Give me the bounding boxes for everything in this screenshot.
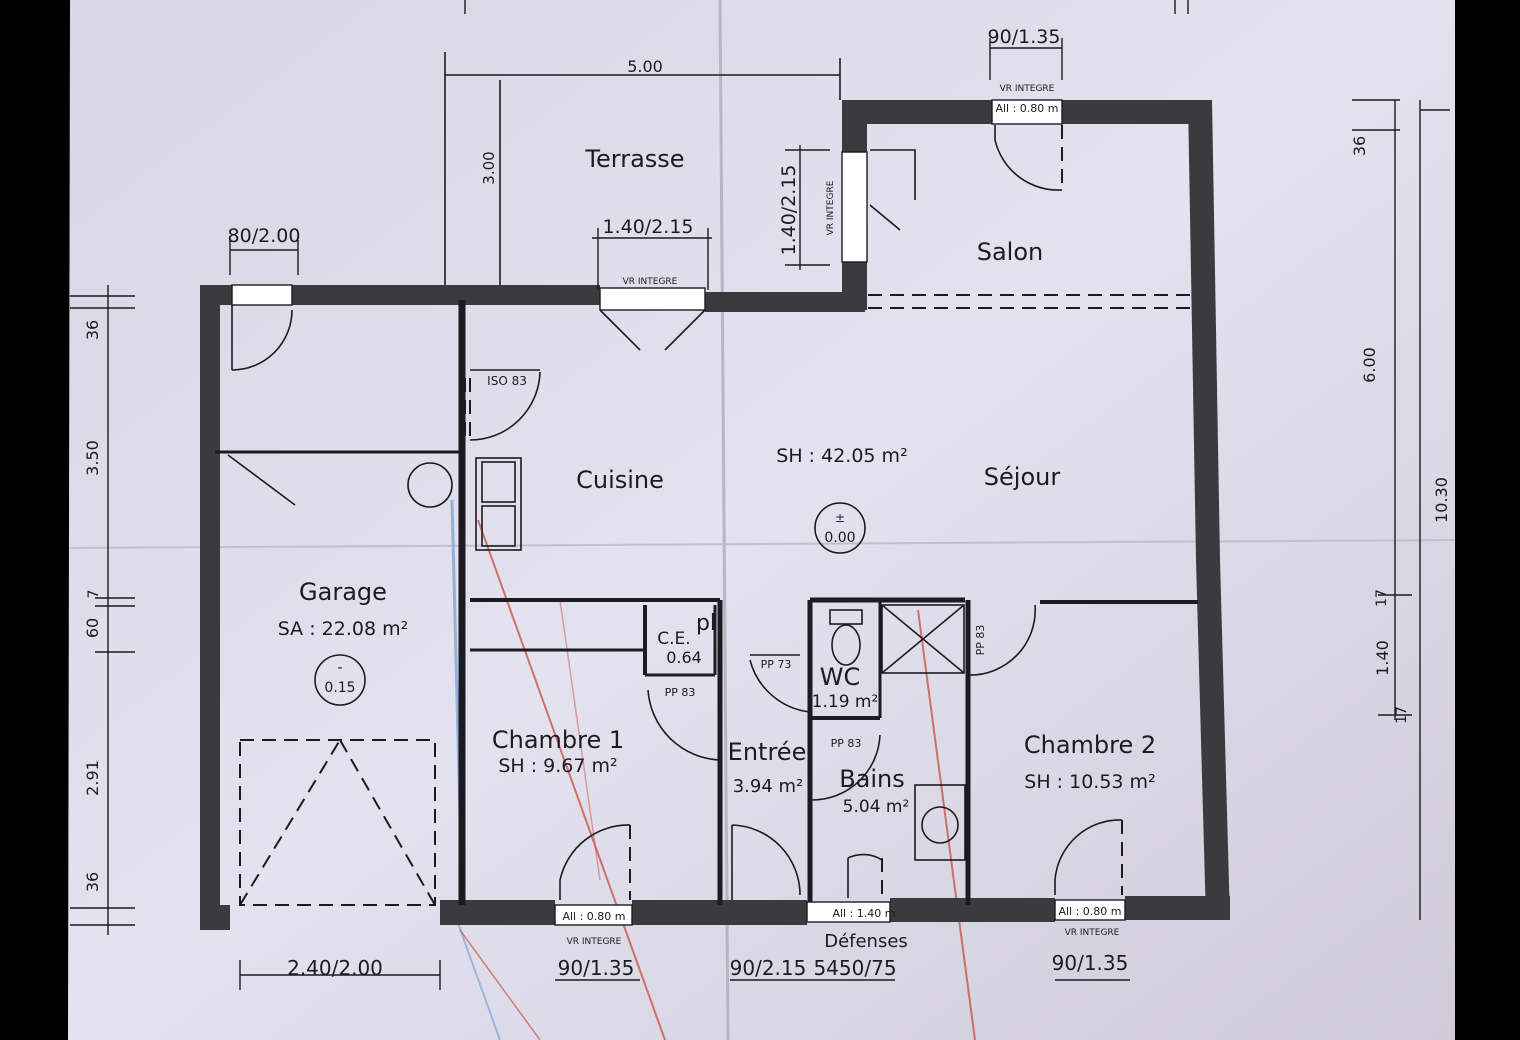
room-area-wc: 1.19 m² [812,692,879,712]
terrasse-outline [444,52,841,290]
room-label-bains: Bains [839,765,905,793]
room-label-garage: Garage [299,578,387,606]
shower-icon [881,604,965,674]
room-area-bains: 5.04 m² [843,797,910,817]
label-vr-integre-side: VR INTEGRE [826,180,836,235]
room-label-cuisine: Cuisine [576,466,664,494]
dim-bottom-bains: 5450/75 [813,956,896,980]
label-all-salon: All : 0.80 m [995,102,1058,115]
dim-right-600: 6.00 [1360,347,1379,383]
room-label-wc: WC [820,663,861,691]
room-label-terrasse: Terrasse [584,145,684,173]
dim-bottom-entree: 90/2.15 [730,956,807,980]
dim-door-side: 1.40/2.15 [778,164,800,255]
dim-bottom-ch1: 90/1.35 [558,956,635,980]
level-sign-garage: - [337,660,342,676]
outer-walls [200,100,1230,930]
label-iso: ISO 83 [487,374,527,388]
dim-right-17a: 17 [1374,589,1390,607]
dim-left-60: 60 [83,618,102,638]
pencil-line-red [559,599,601,881]
dim-door-terrasse: 1.40/2.15 [602,216,693,238]
label-vr-integre-ch1: VR INTEGRE [567,937,622,947]
room-area-entree: 3.94 m² [733,776,804,797]
label-vr-integre-terrasse: VR INTEGRE [623,277,678,287]
pencil-line-red [477,519,666,1040]
room-label-ce: C.E. [657,629,690,649]
label-pp83-bains: PP 83 [831,737,862,750]
level-marker-garage [314,654,366,706]
windows [231,99,1126,926]
room-label-chambre1: Chambre 1 [492,726,624,754]
room-label-sejour: Séjour [984,463,1061,491]
label-all-ch1: All : 0.80 m [562,910,625,923]
dim-bottom-ch2: 90/1.35 [1052,951,1129,975]
dim-bottom-garage: 2.40/2.00 [287,956,383,980]
label-all-bains: All : 1.40 m [832,907,895,920]
dim-terrasse-width: 5.00 [627,57,663,76]
dim-left-7: 7 [86,590,102,599]
room-area-chambre1: SH : 9.67 m² [498,755,617,777]
paper-sheet [68,0,1455,1040]
dimension-lines [70,0,1450,990]
dim-left-350: 3.50 [83,440,102,476]
level-sign-main: ± [835,511,845,525]
dim-right-1030: 10.30 [1432,477,1451,523]
level-value-main: 0.00 [824,530,855,546]
washbasin-icon [914,784,966,861]
room-area-garage: SA : 22.08 m² [278,618,408,640]
toilet-icon [829,609,863,625]
inner-walls [215,300,1198,905]
label-pp73: PP 73 [761,658,792,671]
label-vr-integre-salon: VR INTEGRE [1000,84,1055,94]
dim-left-36-bottom: 36 [83,872,102,892]
pencil-line-blue [454,914,501,1040]
room-label-salon: Salon [977,238,1044,266]
room-label-chambre2: Chambre 2 [1024,731,1156,759]
fold-crease [718,0,730,1040]
water-heater-icon [407,462,453,508]
pencil-line-red [917,609,976,1040]
room-area-ce: 0.64 [666,648,702,667]
room-area-sejour: SH : 42.05 m² [776,445,907,467]
dim-terrasse-depth: 3.00 [480,151,498,184]
dim-garage-door-top: 80/2.00 [228,225,301,247]
level-markers [314,502,866,706]
dim-left-291: 2.91 [83,760,102,796]
room-label-entree: Entrée [728,738,807,766]
label-pp83-ch1: PP 83 [665,686,696,699]
label-vr-integre-ch2: VR INTEGRE [1065,928,1120,938]
dashed-lines [239,125,1192,906]
level-value-garage: 0.15 [324,680,355,696]
label-pp83-ch2: PP 83 [974,625,987,656]
level-marker-main [814,502,866,554]
fixtures [227,454,966,861]
dim-right-36: 36 [1350,136,1369,156]
room-area-chambre2: SH : 10.53 m² [1024,771,1155,793]
dim-left-36-top: 36 [83,320,102,340]
fold-crease [69,539,1456,549]
door-swings [231,125,1123,900]
label-defenses: Défenses [824,931,908,952]
sink-icon [475,457,522,551]
room-label-pl: pl [696,611,716,636]
pencil-line-red [459,929,541,1040]
label-all-ch2: All : 0.80 m [1058,905,1121,918]
dim-right-140: 1.40 [1373,640,1392,676]
dim-right-17b: 17 [1394,706,1410,724]
dim-window-salon-top: 90/1.35 [988,26,1061,48]
